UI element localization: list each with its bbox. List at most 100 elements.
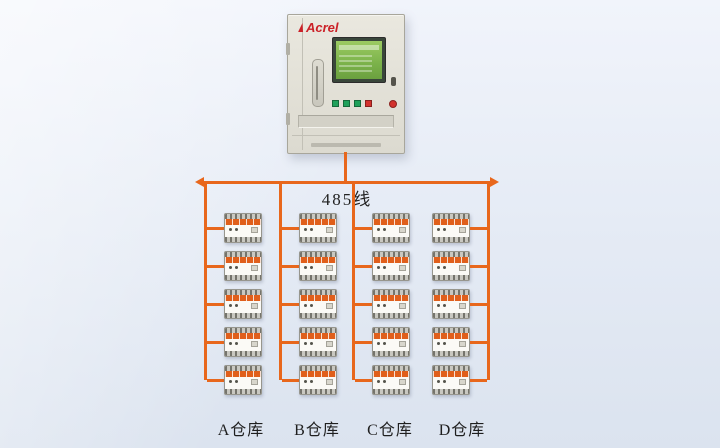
device-row [355, 365, 410, 395]
din-rail-meter-module [224, 251, 262, 281]
din-rail-meter-module [299, 251, 337, 281]
device-row [432, 213, 487, 243]
terminal-strip-bottom [300, 351, 336, 356]
rs485-bus-line [204, 181, 490, 184]
meter-face [300, 377, 336, 389]
terminal-strip-bottom [225, 275, 261, 280]
device-row [282, 251, 337, 281]
din-rail-meter-module [432, 327, 470, 357]
terminal-strip-top [373, 366, 409, 371]
device-rows [204, 182, 262, 395]
device-row [282, 289, 337, 319]
device-row [432, 289, 487, 319]
meter-orange-band [225, 295, 261, 301]
meter-face [373, 377, 409, 389]
device-row [207, 251, 262, 281]
terminal-strip-bottom [373, 237, 409, 242]
terminal-strip-bottom [373, 275, 409, 280]
bus-stub-wire [207, 226, 224, 230]
bus-right-arrow-icon [490, 177, 499, 187]
terminal-strip-bottom [225, 313, 261, 318]
meter-face [300, 263, 336, 275]
device-row [432, 251, 487, 281]
din-rail-meter-module [224, 327, 262, 357]
terminal-strip-top [373, 328, 409, 333]
lcd-screen [332, 37, 386, 83]
bus-vertical-line [352, 182, 355, 380]
lcd-screen-content [336, 41, 382, 79]
bus-stub-wire [470, 302, 487, 306]
terminal-strip-bottom [373, 351, 409, 356]
din-rail-meter-module [372, 327, 410, 357]
meter-orange-band [433, 257, 469, 263]
cabinet-drop-wire [344, 152, 347, 182]
terminal-strip-bottom [433, 351, 469, 356]
bus-vertical-line [279, 182, 282, 380]
bus-stub-wire [207, 378, 224, 382]
bus-stub-wire [470, 378, 487, 382]
warehouse-label-a: A仓库 [217, 422, 265, 439]
device-column-d [432, 182, 490, 395]
device-column-c [352, 182, 410, 395]
cabinet-lock [391, 77, 396, 86]
din-rail-meter-module [224, 213, 262, 243]
panel-button-green [354, 100, 361, 107]
terminal-strip-bottom [300, 237, 336, 242]
device-row [432, 327, 487, 357]
acrel-logo: Acrel [299, 21, 339, 34]
meter-orange-band [433, 219, 469, 225]
panel-indicator-red [389, 100, 397, 108]
meter-orange-band [225, 333, 261, 339]
din-rail-meter-module [432, 251, 470, 281]
device-rows [352, 182, 410, 395]
terminal-strip-bottom [433, 237, 469, 242]
din-rail-meter-module [372, 289, 410, 319]
bus-stub-wire [470, 226, 487, 230]
terminal-strip-top [300, 214, 336, 219]
meter-orange-band [300, 219, 336, 225]
terminal-strip-bottom [373, 313, 409, 318]
cabinet-bottom-seam [292, 135, 400, 136]
bus-stub-wire [470, 264, 487, 268]
cabinet-handle-slot [312, 59, 324, 107]
meter-orange-band [433, 295, 469, 301]
device-row [432, 365, 487, 395]
bus-label: 485线 [321, 190, 373, 209]
terminal-strip-top [433, 366, 469, 371]
terminal-strip-bottom [433, 389, 469, 394]
terminal-strip-bottom [225, 389, 261, 394]
device-row [207, 327, 262, 357]
terminal-strip-bottom [433, 313, 469, 318]
acrel-logo-mark-icon [298, 23, 305, 32]
meter-orange-band [373, 257, 409, 263]
bus-stub-wire [355, 378, 372, 382]
bus-stub-wire [355, 302, 372, 306]
panel-button-green [332, 100, 339, 107]
meter-face [433, 377, 469, 389]
din-rail-meter-module [432, 365, 470, 395]
meter-face [225, 339, 261, 351]
panel-button-row [332, 100, 372, 107]
meter-orange-band [300, 371, 336, 377]
device-row [207, 289, 262, 319]
cabinet-door-seam [302, 18, 303, 150]
device-column-b [279, 182, 337, 395]
device-row [282, 365, 337, 395]
terminal-strip-top [225, 252, 261, 257]
device-row [207, 365, 262, 395]
meter-face [225, 377, 261, 389]
bus-stub-wire [207, 302, 224, 306]
device-row [355, 251, 410, 281]
meter-face [433, 263, 469, 275]
meter-face [373, 301, 409, 313]
bus-left-arrow-icon [195, 177, 204, 187]
meter-face [433, 301, 469, 313]
terminal-strip-top [225, 214, 261, 219]
din-rail-meter-module [372, 213, 410, 243]
meter-orange-band [433, 371, 469, 377]
meter-orange-band [373, 371, 409, 377]
meter-face [300, 301, 336, 313]
bus-stub-wire [207, 264, 224, 268]
device-row [282, 213, 337, 243]
meter-orange-band [225, 371, 261, 377]
